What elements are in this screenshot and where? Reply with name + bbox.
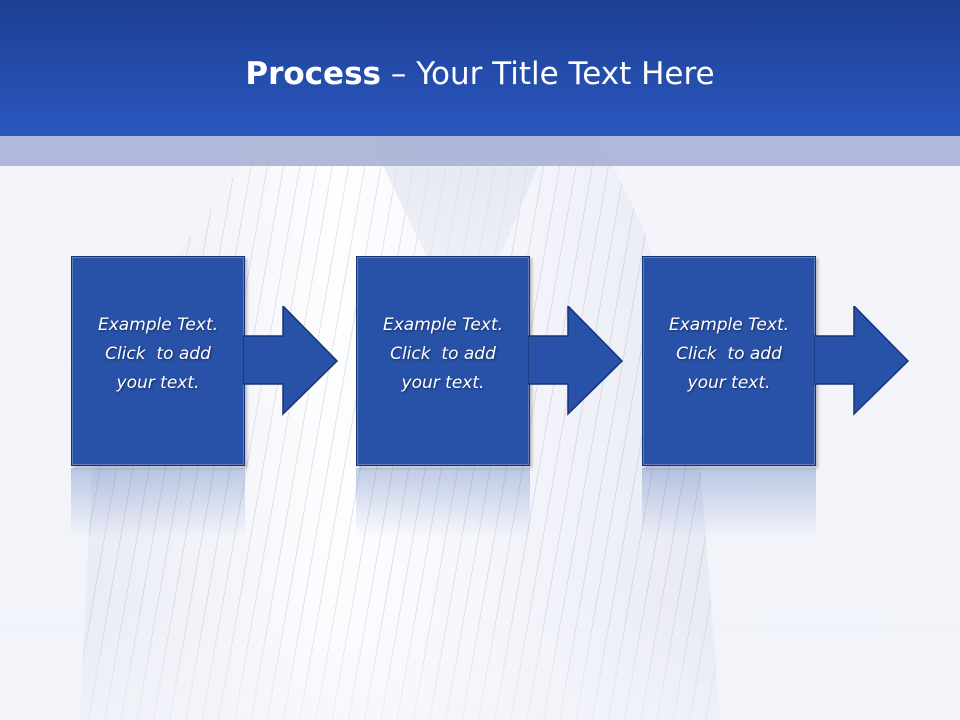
arrow-right-icon [528,306,624,416]
step-text-line-3: your text. [687,373,771,393]
step-reflection [71,468,245,538]
step-reflection [642,468,816,538]
step-text-line-3: your text. [401,373,485,393]
step-text[interactable]: Example Text. Click to add your text. [72,311,244,398]
background-fade [0,600,960,720]
step-reflection [356,468,530,538]
slide-title[interactable]: Process – Your Title Text Here [0,52,960,96]
step-text-line-3: your text. [116,373,200,393]
arrow-right-icon [243,306,339,416]
arrow-right-icon [814,306,910,416]
subtitle-bar [0,136,960,166]
step-text-line-1: Example Text. [97,315,219,335]
step-text-line-1: Example Text. [668,315,790,335]
step-box[interactable]: Example Text. Click to add your text. [356,256,530,466]
process-step-2: Example Text. Click to add your text. [356,256,626,466]
step-text-line-2: Click to add [676,344,782,364]
step-text-line-2: Click to add [105,344,211,364]
step-box[interactable]: Example Text. Click to add your text. [642,256,816,466]
process-step-3: Example Text. Click to add your text. [642,256,912,466]
title-banner [0,0,960,136]
title-bold: Process [245,56,381,92]
step-text-line-2: Click to add [390,344,496,364]
step-text[interactable]: Example Text. Click to add your text. [643,311,815,398]
step-box[interactable]: Example Text. Click to add your text. [71,256,245,466]
process-step-1: Example Text. Click to add your text. [71,256,341,466]
step-text[interactable]: Example Text. Click to add your text. [357,311,529,398]
step-text-line-1: Example Text. [382,315,504,335]
title-rest: – Your Title Text Here [381,56,715,92]
